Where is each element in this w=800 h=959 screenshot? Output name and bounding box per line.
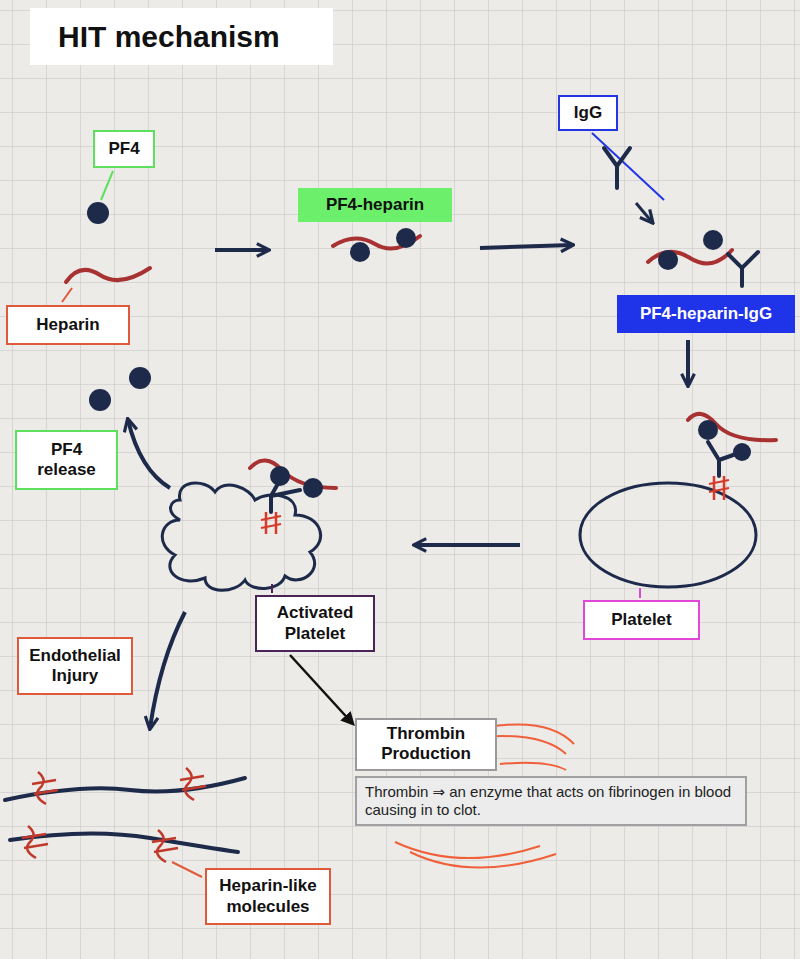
pf4-dot (129, 367, 151, 389)
igg-label: IgG (558, 95, 618, 131)
flow-arrow (636, 203, 652, 222)
pf4-dot (87, 202, 109, 224)
label-text: Thrombin Production (365, 724, 487, 765)
label-text: PF4 release (25, 440, 108, 481)
pf4-dot (89, 389, 111, 411)
flow-arrow (686, 340, 690, 385)
label-text: Platelet (611, 610, 671, 630)
label-text: PF4 (108, 139, 139, 159)
flow-arrow (128, 420, 170, 488)
platelet-cell (580, 483, 756, 587)
heparin-like-molecule (180, 768, 206, 800)
pf4-label: PF4 (93, 130, 155, 168)
label-text: PF4-heparin (326, 195, 424, 215)
pf4-dot (698, 420, 718, 440)
label-text: Heparin (36, 315, 99, 335)
pf4-dot (350, 242, 370, 262)
flow-arrow (150, 612, 185, 728)
diagram-title: HIT mechanism (30, 8, 333, 65)
thrombin-arc (410, 852, 556, 868)
leader-line (101, 171, 113, 200)
thrombin-arc (500, 763, 566, 770)
label-text: Endothelial Injury (27, 646, 123, 687)
definition-note: Thrombin ⇒ an enzyme that acts on fibrin… (355, 776, 747, 826)
label-text: IgG (574, 103, 602, 123)
heparin-strand (250, 460, 336, 488)
heparin-like-molecule (32, 772, 58, 804)
igg-antibody (604, 148, 630, 188)
label-text: Thrombin ⇒ an enzyme that acts on fibrin… (365, 783, 737, 819)
flow-arrow (480, 245, 572, 248)
label-text: PF4-heparin-IgG (640, 304, 772, 324)
igg-antibody (708, 442, 736, 476)
vessel-wall (10, 833, 238, 852)
pf4-dot (303, 478, 323, 498)
leader-line (592, 133, 664, 200)
leader-line (172, 862, 202, 877)
activated-platelet-cell (162, 483, 320, 590)
molecule-label: Heparin-like molecules (205, 868, 331, 925)
connector-arrow (290, 655, 353, 724)
igg-antibody (728, 252, 758, 286)
platelet-receptor (266, 512, 276, 534)
leader-line (271, 584, 273, 593)
activated-platelet-label: Activated Platelet (255, 595, 375, 652)
leader-line (639, 588, 641, 598)
heparin-strand (688, 414, 776, 440)
flow-arrow (215, 248, 268, 252)
heparin-strand (66, 268, 150, 282)
injury-label: Endothelial Injury (17, 637, 133, 695)
leader-line (62, 288, 72, 302)
heparin-label: Heparin (6, 305, 130, 345)
label-text: Activated Platelet (265, 603, 365, 644)
platelet-receptor (709, 480, 729, 492)
complex-label: PF4-heparin-IgG (617, 295, 795, 333)
pf4-dot (270, 466, 290, 486)
pf4-dot (703, 230, 723, 250)
pf4-dot (733, 443, 751, 461)
heparin-like-molecule (22, 826, 48, 858)
label-text: Heparin-like molecules (215, 876, 321, 917)
flow-arrow (415, 543, 520, 547)
thrombin-label: Thrombin Production (355, 718, 497, 771)
complex-label: PF4-heparin (298, 188, 452, 222)
pf4-dot (396, 228, 416, 248)
heparin-like-molecule (152, 830, 178, 862)
pf4-dot (658, 250, 678, 270)
release-label: PF4 release (15, 430, 118, 490)
platelet-receptor (714, 476, 724, 500)
platelet-label: Platelet (583, 600, 700, 640)
platelet-receptor (261, 516, 281, 528)
